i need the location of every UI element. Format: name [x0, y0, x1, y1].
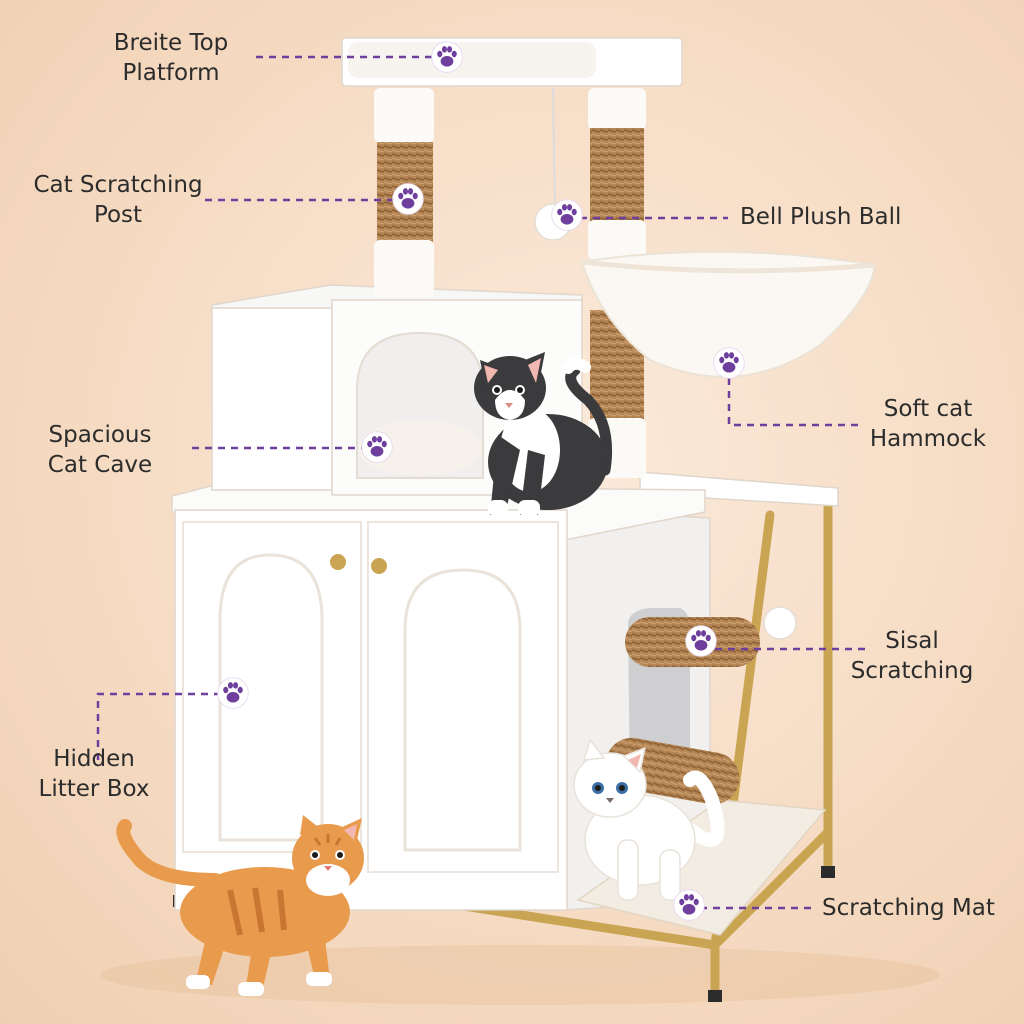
callout-lines	[96, 55, 868, 910]
label-top-platform: Breite Top Platform	[113, 30, 229, 86]
paw-icon	[713, 347, 745, 379]
side-shelf	[639, 471, 839, 507]
foot-pad	[708, 990, 722, 1002]
cabinet-door-left	[182, 521, 362, 853]
post-plush-mid	[588, 220, 646, 260]
orange-tabby-cat	[116, 815, 364, 996]
label-bell-ball: Bell Plush Ball	[740, 204, 902, 230]
floor-shadow	[100, 945, 940, 1005]
hammock-rim	[581, 259, 876, 274]
post-plush-bottom	[374, 240, 434, 298]
label-hammock: Soft cat Hammock	[869, 396, 987, 452]
cabinet-door-right	[367, 521, 559, 873]
roller-end-cap	[763, 606, 797, 640]
label-cat-cave: Spacious Cat Cave	[47, 422, 153, 478]
paw-icon	[217, 677, 249, 709]
label-scratching-mat: Scratching Mat	[822, 895, 995, 921]
top-platform-cushion	[348, 42, 596, 78]
post-plush-top	[588, 88, 646, 130]
cave-cushion	[358, 420, 482, 476]
post-plush-top	[374, 88, 434, 143]
paw-icon	[392, 183, 424, 215]
door-knob	[371, 558, 387, 574]
plush-hammock	[580, 250, 877, 378]
cave-side	[211, 307, 333, 491]
foot-pad	[821, 866, 835, 878]
door-arch-right	[403, 568, 522, 852]
label-litter-box: Hidden Litter Box	[38, 746, 150, 802]
paw-icon	[431, 41, 463, 73]
scratching-post-right-upper	[590, 128, 644, 223]
ball-string	[552, 87, 556, 213]
door-knob	[330, 554, 346, 570]
door-arch-left	[218, 553, 324, 842]
white-cat	[573, 738, 725, 901]
label-sisal: Sisal Scratching	[850, 628, 974, 684]
paw-icon	[685, 625, 717, 657]
tuxedo-cat	[474, 352, 613, 516]
paw-icon	[361, 431, 393, 463]
paw-icon	[673, 889, 705, 921]
label-scratching-post: Cat Scratching Post	[33, 172, 203, 228]
paw-icon	[551, 199, 583, 231]
